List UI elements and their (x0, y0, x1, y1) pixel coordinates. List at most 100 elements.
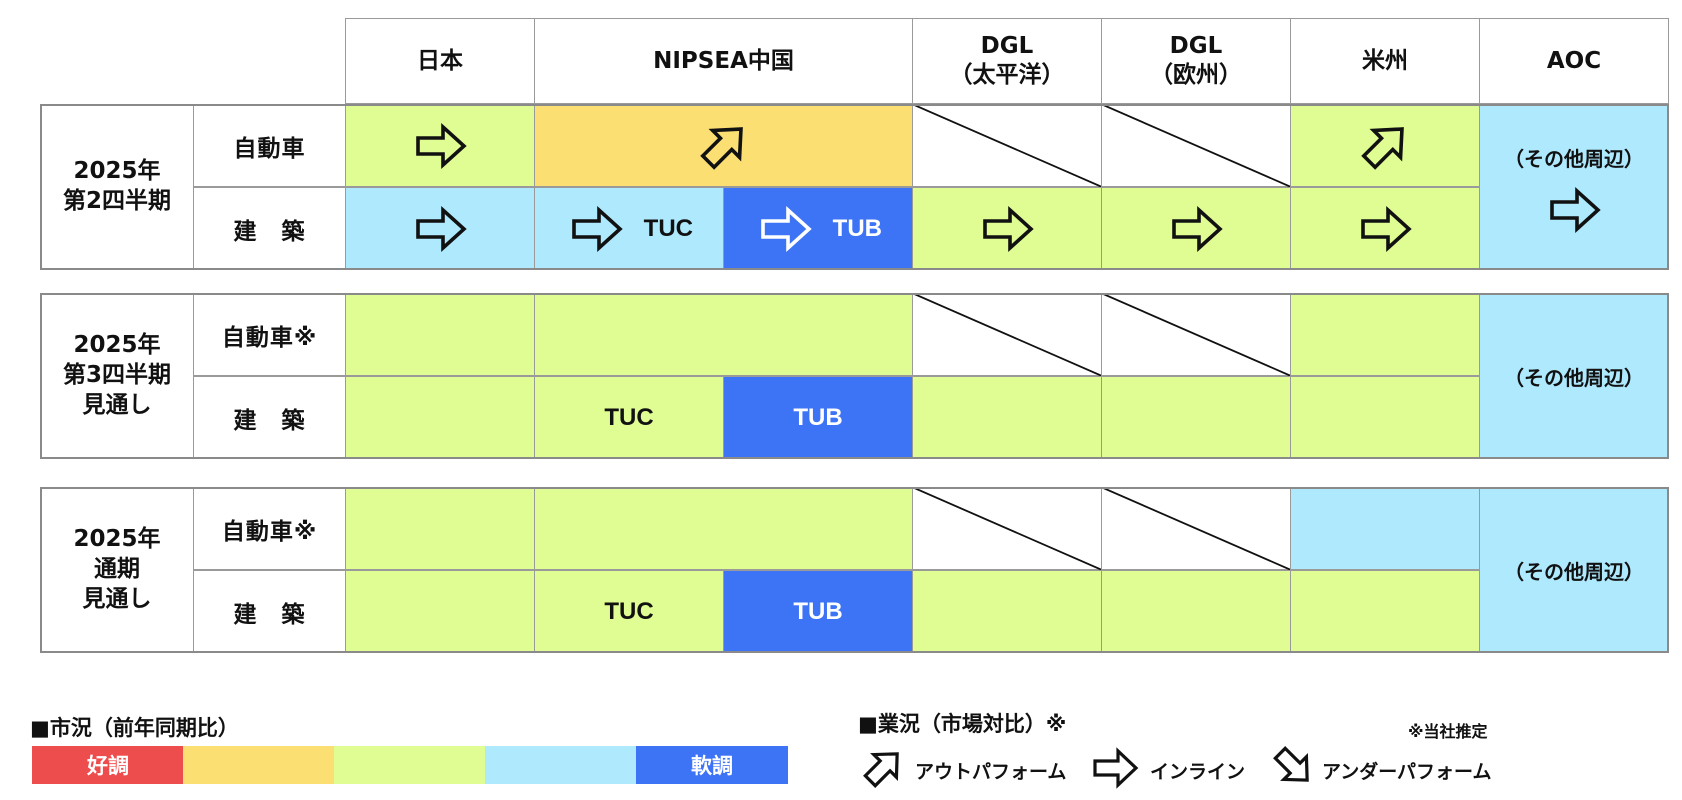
auto-dgl_pacific-2-na-line (912, 487, 1102, 570)
segment-auto-1: 自動車※ (193, 293, 346, 376)
auto-americas-1 (1290, 293, 1480, 376)
construction-tuc-0: TUC (534, 187, 724, 270)
outperform-label: アウトパフォーム (915, 761, 1067, 783)
col-header-aoc-label: AOC (1546, 47, 1602, 74)
construction-americas-0 (1290, 187, 1480, 270)
inline-label: インライン (1150, 761, 1246, 783)
construction-tub-2-tag: TUB (793, 597, 843, 625)
period-label-0-line-1: 第2四半期 (62, 188, 171, 214)
inline-arrow-icon (1093, 747, 1139, 789)
col-header-dgl-europe: DGL （欧州） (1101, 18, 1291, 104)
period-label-2-line-0: 2025年 (73, 526, 161, 553)
auto-japan-0-inline-arrow-icon (416, 122, 467, 169)
construction-tub-0-tag: TUB (832, 214, 882, 242)
auto-dgl_europe-1-na-line (1101, 293, 1291, 376)
dgl-pacific-line2: （太平洋） (949, 62, 1065, 88)
construction-americas-0-inline-arrow-icon (1361, 205, 1412, 252)
outperform-arrow-icon (863, 752, 899, 788)
construction-dgl_europe-2 (1101, 570, 1291, 653)
market-scale-2 (334, 746, 486, 784)
construction-tuc-1: TUC (534, 376, 724, 459)
construction-japan-2 (345, 570, 535, 653)
col-header-nipsea-china: NIPSEA中国 (534, 18, 913, 104)
period-label-2-line-2: 見通し (82, 585, 152, 612)
segment-auto-label-0: 自動車 (233, 135, 306, 162)
construction-dgl_europe-0-inline-arrow-icon (1172, 205, 1223, 252)
construction-dgl_pacific-1 (912, 376, 1102, 459)
construction-dgl_europe-1 (1101, 376, 1291, 459)
aoc-0-inline-arrow-icon (1550, 186, 1601, 234)
segment-auto-2: 自動車※ (193, 487, 346, 570)
construction-americas-2 (1290, 570, 1480, 653)
auto-japan-0 (345, 104, 535, 187)
estimate-note: ※当社推定 (1408, 722, 1488, 741)
construction-dgl_pacific-0-inline-arrow-icon (983, 205, 1034, 252)
dgl-europe-line2: （欧州） (1150, 62, 1242, 88)
underperform-arrow-icon (1273, 746, 1309, 782)
aoc-0-label: （その他周辺） (1504, 147, 1644, 171)
construction-tub-1-tag: TUB (793, 403, 843, 431)
col-header-nipsea-china-label: NIPSEA中国 (653, 47, 794, 74)
construction-tub-0-inline-arrow-icon (761, 205, 812, 252)
construction-tuc-1-tag: TUC (604, 403, 654, 431)
auto-dgl_pacific-0-na-line (912, 104, 1102, 187)
auto-dgl_europe-2-na-line (1101, 487, 1291, 570)
segment-construction-label-2: 建 築 (233, 601, 306, 628)
aoc-1-label: （その他周辺） (1504, 365, 1644, 390)
construction-americas-1 (1290, 376, 1480, 459)
col-header-japan-label: 日本 (417, 47, 463, 74)
col-header-americas: 米州 (1290, 18, 1480, 104)
auto-japan-1 (345, 293, 535, 376)
aoc-0: （その他周辺） (1479, 104, 1669, 270)
market-scale-1 (183, 746, 335, 784)
period-label-0-line-0: 2025年 (73, 158, 161, 185)
auto-nipsea_china-1 (534, 293, 913, 376)
period-label-2-line-1: 通期 (94, 556, 140, 583)
period-label-2: 2025年通期見通し (40, 487, 194, 653)
aoc-2-label: （その他周辺） (1504, 559, 1644, 584)
construction-dgl_pacific-0 (912, 187, 1102, 270)
period-label-1-line-2: 見通し (82, 391, 152, 418)
auto-dgl_pacific-1-na-line (912, 293, 1102, 376)
auto-japan-2 (345, 487, 535, 570)
construction-tuc-0-inline-arrow-icon (572, 205, 623, 252)
construction-dgl_pacific-2 (912, 570, 1102, 653)
construction-japan-0 (345, 187, 535, 270)
aoc-1: （その他周辺） (1479, 293, 1669, 459)
segment-construction-2: 建 築 (193, 570, 346, 653)
segment-construction-label-0: 建 築 (233, 218, 306, 245)
auto-americas-0-outperform-arrow-icon (1361, 126, 1404, 170)
segment-construction-1: 建 築 (193, 376, 346, 459)
segment-auto-label-2: 自動車※ (221, 518, 318, 545)
construction-tub-1: TUB (723, 376, 913, 459)
auto-nipsea_china-0-outperform-arrow-icon (699, 126, 743, 170)
segment-construction-label-1: 建 築 (233, 407, 306, 434)
col-header-americas-label: 米州 (1362, 47, 1408, 74)
period-label-0: 2025年第2四半期 (40, 104, 194, 270)
construction-japan-1 (345, 376, 535, 459)
aoc-2: （その他周辺） (1479, 487, 1669, 653)
dgl-europe-line1: DGL (1169, 33, 1223, 60)
auto-dgl_europe-0-na-line (1101, 104, 1291, 187)
construction-tuc-0-tag: TUC (643, 214, 693, 242)
construction-tub-0: TUB (723, 187, 913, 270)
construction-tuc-2-tag: TUC (604, 597, 654, 625)
auto-americas-2 (1290, 487, 1480, 570)
col-header-dgl-pacific: DGL （太平洋） (912, 18, 1102, 104)
construction-japan-0-inline-arrow-icon (416, 205, 467, 252)
market-scale-0: 好調 (32, 746, 184, 784)
period-label-1-line-1: 第3四半期 (62, 362, 171, 389)
market-scale-4: 軟調 (636, 746, 788, 784)
business-legend-title: ■業況（市場対比）※ (858, 712, 1067, 736)
dgl-pacific-line1: DGL (980, 33, 1034, 60)
period-label-1-line-0: 2025年 (73, 332, 161, 359)
col-header-japan: 日本 (345, 18, 535, 104)
period-label-1: 2025年第3四半期見通し (40, 293, 194, 459)
auto-nipsea_china-2 (534, 487, 913, 570)
construction-tub-2: TUB (723, 570, 913, 653)
construction-dgl_europe-0 (1101, 187, 1291, 270)
col-header-aoc: AOC (1479, 18, 1669, 104)
segment-auto-0: 自動車 (193, 104, 346, 187)
construction-tuc-2: TUC (534, 570, 724, 653)
underperform-label: アンダーパフォーム (1322, 761, 1492, 783)
